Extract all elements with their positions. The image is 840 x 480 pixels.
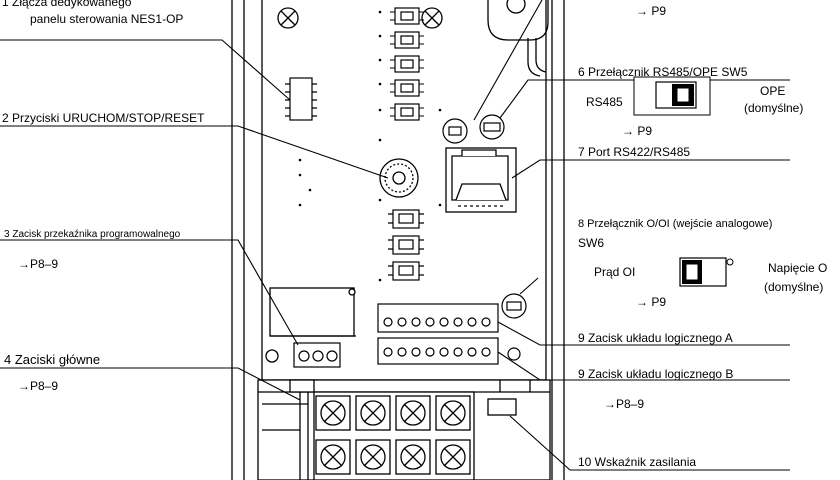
power-indicator <box>487 398 517 416</box>
sw5-illustration <box>633 76 711 116</box>
sw5-switch <box>442 114 505 144</box>
label-6: 6 Przełącznik RS485/OPE SW5 <box>578 65 748 79</box>
label-8: 8 Przełącznik O/OI (wejście analogowe) <box>578 218 772 230</box>
label-2: 2 Przyciski URUCHOM/STOP/RESET <box>2 111 205 125</box>
dedicated-connector <box>285 77 317 121</box>
sw6-switch <box>501 293 527 319</box>
label-ope: OPE <box>760 84 785 98</box>
label-napiecie: Napięcie O <box>768 261 827 275</box>
relay-block <box>265 287 356 363</box>
relay-terminal <box>293 342 341 368</box>
logic-terminals <box>377 303 521 365</box>
label-napiecie-default: (domyślne) <box>764 280 823 294</box>
label-1-line2: panelu sterowania NES1-OP <box>30 12 183 26</box>
top-screws <box>277 7 443 29</box>
rs485-port <box>445 147 517 213</box>
label-10: 10 Wskaźnik zasilania <box>578 455 696 469</box>
label-ope-default: (domyślne) <box>744 101 803 115</box>
label-7: 7 Port RS422/RS485 <box>578 145 690 159</box>
label-rs485: RS485 <box>586 95 623 109</box>
label-4: 4 Zaciski główne <box>4 352 100 367</box>
label-top-ref: → P9 <box>636 4 666 18</box>
main-terminals <box>257 379 551 480</box>
label-sw6: SW6 <box>578 236 604 250</box>
sw6-illustration <box>679 257 734 287</box>
label-3: 3 Zacisk przekaźnika programowalnego <box>4 229 181 240</box>
label-9a: 9 Zacisk układu logicznego A <box>578 331 733 345</box>
ic-chips-top <box>390 7 424 121</box>
label-8-ref: → P9 <box>636 295 666 309</box>
label-9-ref: →P8–9 <box>604 397 644 411</box>
label-3-ref: →P8–9 <box>18 257 58 271</box>
label-9b: 9 Zacisk układu logicznego B <box>578 367 733 381</box>
run-stop-reset-button <box>379 158 419 198</box>
ic-chips-middle <box>388 209 424 281</box>
label-1-line1: 1 Złącza dedykowanego <box>2 0 132 9</box>
label-6-ref: → P9 <box>622 124 652 138</box>
label-prad: Prąd OI <box>594 265 635 279</box>
label-4-ref: →P8–9 <box>18 379 58 393</box>
